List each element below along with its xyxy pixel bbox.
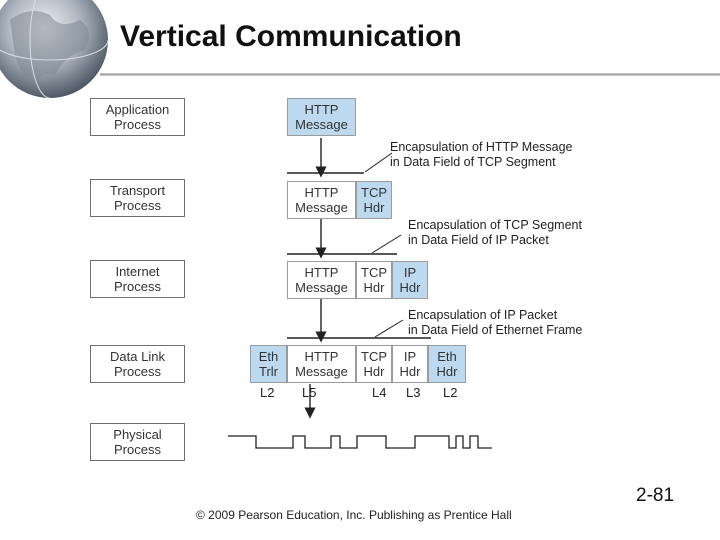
note-tcp-encapsulation: Encapsulation of TCP Segment in Data Fie… <box>408 218 582 248</box>
cell-label: IP Hdr <box>399 349 421 379</box>
cell-label: Eth Trlr <box>258 349 279 379</box>
layer-label-l5: L5 <box>302 385 317 400</box>
layer-label-l4: L4 <box>372 385 387 400</box>
cell-tcp-hdr: TCP Hdr <box>356 261 392 299</box>
note-label: Encapsulation of HTTP Message in Data Fi… <box>390 140 573 169</box>
cell-label: TCP Hdr <box>361 265 387 295</box>
cell-label: HTTP Message <box>295 185 348 215</box>
cell-label: IP Hdr <box>399 265 421 295</box>
layer-application: Application Process <box>90 98 185 136</box>
layer-physical: Physical Process <box>90 423 185 461</box>
layer-label-l2-header: L2 <box>443 385 458 400</box>
cell-eth-trlr: Eth Trlr <box>250 345 287 383</box>
cell-http-message: HTTP Message <box>287 98 356 136</box>
globe-logo <box>0 0 109 99</box>
note-label: Encapsulation of TCP Segment in Data Fie… <box>408 218 582 247</box>
cell-label: HTTP Message <box>295 349 348 379</box>
cell-label: Eth Hdr <box>436 349 458 379</box>
note-ip-encapsulation: Encapsulation of IP Packet in Data Field… <box>408 308 582 338</box>
layer-internet-label: Internet Process <box>114 264 161 294</box>
layer-datalink: Data Link Process <box>90 345 185 383</box>
layer-internet: Internet Process <box>90 260 185 298</box>
cell-label: HTTP Message <box>295 265 348 295</box>
cell-http-message: HTTP Message <box>287 261 356 299</box>
cell-tcp-hdr: TCP Hdr <box>356 181 392 219</box>
page-number: 2-81 <box>636 485 675 506</box>
cell-http-message: HTTP Message <box>287 345 356 383</box>
cell-ip-hdr: IP Hdr <box>392 345 428 383</box>
layer-transport: Transport Process <box>90 179 185 217</box>
layer-label-l3: L3 <box>406 385 421 400</box>
cell-eth-hdr: Eth Hdr <box>428 345 466 383</box>
cell-tcp-hdr: TCP Hdr <box>356 345 392 383</box>
layer-physical-label: Physical Process <box>113 427 162 457</box>
note-label: Encapsulation of IP Packet in Data Field… <box>408 308 583 337</box>
layer-transport-label: Transport Process <box>109 183 166 213</box>
layer-application-label: Application Process <box>105 102 170 132</box>
note-http-encapsulation: Encapsulation of HTTP Message in Data Fi… <box>390 140 573 170</box>
cell-http-message: HTTP Message <box>287 181 356 219</box>
cell-label: HTTP Message <box>295 102 348 132</box>
title-divider <box>100 73 720 76</box>
layer-label-l2-trailer: L2 <box>260 385 275 400</box>
cell-ip-hdr: IP Hdr <box>392 261 428 299</box>
page-title: Vertical Communication <box>120 20 462 53</box>
cell-label: TCP Hdr <box>361 349 387 379</box>
copyright-footer: © 2009 Pearson Education, Inc. Publishin… <box>196 508 512 522</box>
layer-datalink-label: Data Link Process <box>110 349 165 379</box>
cell-label: TCP Hdr <box>361 185 387 215</box>
